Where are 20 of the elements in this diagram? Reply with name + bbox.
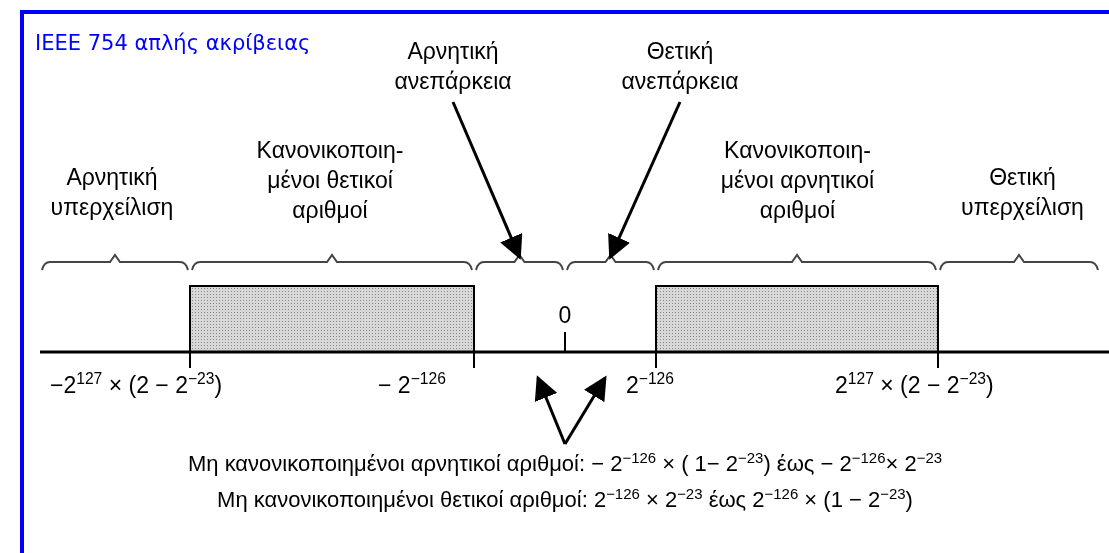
tick-label: − 2$^{−126}$ [378, 370, 447, 400]
arrow [451, 101, 523, 260]
region-label: Αρνητική υπερχείλιση [49, 163, 175, 222]
arrow [563, 375, 607, 445]
zero-label: 0 [557, 301, 573, 330]
diagram-title: IEEE 754 απλής ακρίβειας [35, 30, 311, 57]
region-label: Θετική υπερχείλιση [960, 163, 1085, 222]
range-description: Μη κανονικοποιημένοι αρνητικοί αριθμοί: − 2$^{−126}$ × ( 1− 2$^{−23}$) έως − 2$^{−126}$× 2$^{−23}$ [187, 451, 943, 476]
annotation-label: Θετική ανεπάρκεια [600, 36, 760, 96]
tick-label: 2$^{−126}$ [626, 370, 675, 400]
region-label: Κανονικοποιη- μένοι αρνητικοί αριθμοί [719, 136, 876, 225]
arrow [534, 375, 567, 445]
region-label: Κανονικοποιη- μένοι θετικοί αριθμοί [255, 136, 405, 225]
arrow [608, 101, 682, 260]
brace [475, 254, 564, 271]
range-description: Μη κανονικοποιημένοι θετικοί αριθμοί: 2$^{−126}$ × 2$^{−23}$ έως 2$^{−126}$ × (1 − 2$^{−23}$) [217, 487, 913, 512]
annotation-label: Αρνητική ανεπάρκεια [373, 36, 533, 96]
tick-label: 2$^{127}$ × (2 − 2$^{−23}$) [835, 370, 995, 400]
tick-label: −2$^{127}$ × (2 − 2$^{−23}$) [50, 370, 224, 400]
brace [566, 254, 655, 271]
